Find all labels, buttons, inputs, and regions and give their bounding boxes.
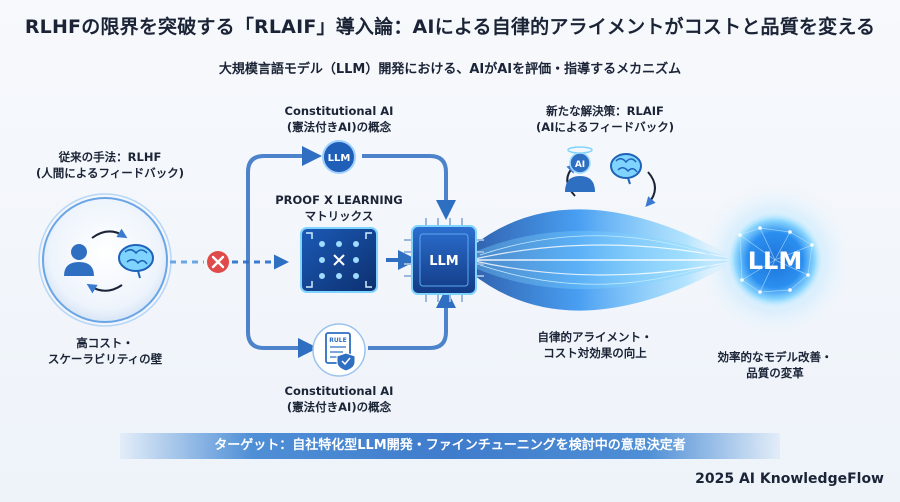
rlaif-brain-icon	[610, 153, 642, 185]
svg-text:RULE: RULE	[329, 337, 346, 344]
rlaif-label-line1: 新たな解決策：RLAIF	[546, 104, 664, 118]
rlhf-caption: 高コスト・ スケーラビリティの壁	[30, 336, 180, 367]
alignment-label-line2: コスト対効果の向上	[543, 345, 647, 360]
rlhf-caption-line1: 高コスト・	[76, 336, 134, 350]
rlaif-cycle-arrow-right	[645, 171, 656, 208]
person-icon	[64, 244, 94, 276]
matrix-label-line1: PROOF X LEARNING	[275, 193, 403, 207]
brain-icon	[118, 244, 154, 279]
svg-text:AI: AI	[575, 160, 585, 170]
svg-text:LLM: LLM	[429, 254, 459, 269]
rlaif-label: 新たな解決策：RLAIF (AIによるフィードバック)	[530, 104, 680, 135]
rlhf-heading-line1: 従来の手法：RLHF	[58, 150, 162, 164]
ai-agent-icon: AI	[565, 146, 595, 192]
result-label-line2: 品質の変革	[746, 365, 804, 380]
constitutional-bottom-line2: (憲法付きAI)の概念	[286, 399, 392, 414]
alignment-label: 自律的アライメント・ コスト対効果の向上	[515, 330, 675, 361]
alignment-beam	[469, 209, 741, 311]
page-subtitle: 大規模言語モデル（LLM）開発における、AIがAIを評価・指導するメカニズム	[218, 62, 682, 77]
cycle-arrows-icon	[86, 228, 128, 294]
page-title: RLHFの限界を突破する「RLAIF」導入論：AIによる自律的アライメントがコス…	[24, 16, 876, 38]
alignment-label-line1: 自律的アライメント・	[537, 330, 653, 344]
target-audience-banner: ターゲット：自社特化型LLM開発・ファインチューニングを検討中の意思決定者	[120, 433, 780, 459]
blocked-x-icon	[207, 251, 229, 273]
matrix-label: PROOF X LEARNING マトリックス	[274, 193, 404, 224]
merge-path-top	[362, 154, 456, 220]
rlhf-caption-line2: スケーラビリティの壁	[47, 351, 163, 366]
rlhf-heading: 従来の手法：RLHF (人間によるフィードバック)	[35, 150, 185, 181]
rlaif-label-line2: (AIによるフィードバック)	[535, 119, 675, 134]
constitutional-top-line2: (憲法付きAI)の概念	[286, 119, 392, 134]
constitutional-top-line1: Constitutional AI	[284, 104, 394, 118]
branch-path-top	[246, 146, 322, 262]
result-label: 効率的なモデル改善・ 品質の変革	[695, 350, 855, 381]
branch-path-bottom	[246, 262, 318, 358]
constitutional-llm-icon: LLM	[322, 140, 356, 174]
result-label-line1: 効率的なモデル改善・	[717, 350, 833, 364]
merge-path-bottom	[368, 288, 456, 350]
rlhf-circle	[38, 193, 172, 327]
svg-text:LLM: LLM	[748, 247, 802, 275]
svg-text:LLM: LLM	[328, 153, 351, 164]
constitutional-bottom-label: Constitutional AI (憲法付きAI)の概念	[274, 384, 404, 415]
llm-chip: LLM	[404, 218, 484, 302]
rlhf-heading-line2: (人間によるフィードバック)	[36, 165, 184, 180]
constitutional-top-label: Constitutional AI (憲法付きAI)の概念	[274, 104, 404, 135]
brand-footer: 2025 AI KnowledgeFlow	[695, 471, 884, 487]
proof-matrix-grid	[300, 227, 378, 293]
rule-document-icon: RULE	[312, 323, 366, 377]
matrix-label-line2: マトリックス	[304, 208, 374, 223]
constitutional-bottom-line1: Constitutional AI	[284, 384, 394, 398]
llm-orb: LLM	[697, 182, 853, 338]
